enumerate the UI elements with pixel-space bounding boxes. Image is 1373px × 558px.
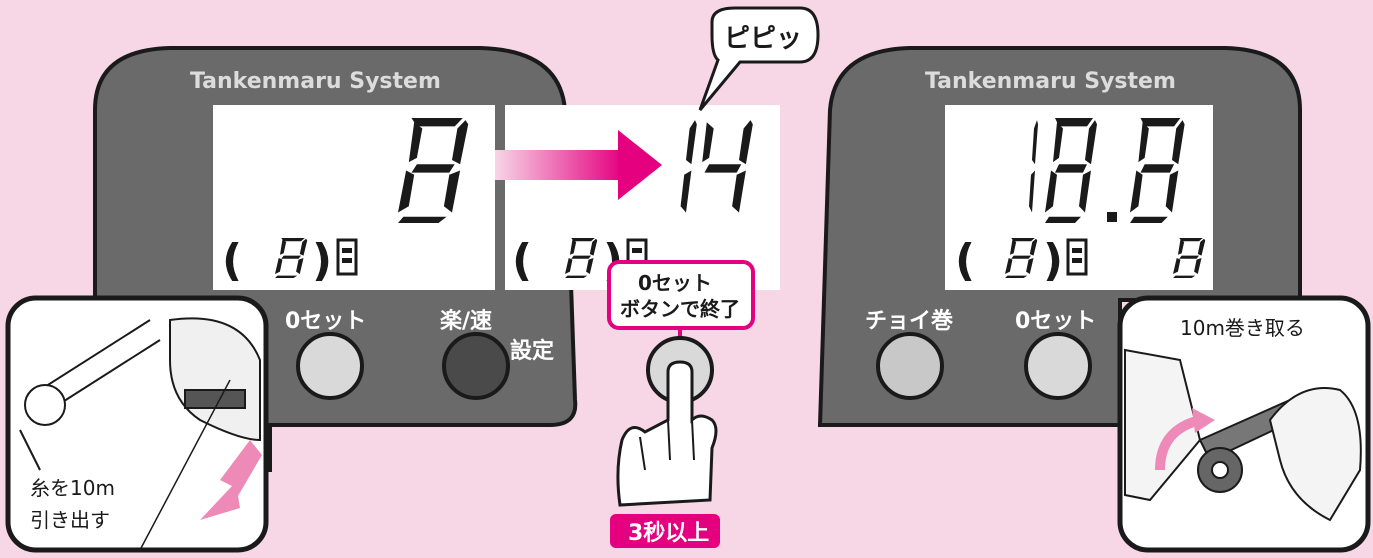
pull-arrow <box>200 440 262 520</box>
left-inset: 糸を10m 引き出す <box>5 295 269 553</box>
speech-bubble: ピピッ <box>698 6 820 111</box>
svg-text:(: ( <box>955 235 975 286</box>
left-brand: Tankenmaru System <box>190 69 441 94</box>
reel-arrow <box>1155 415 1202 471</box>
svg-text:): ) <box>1043 235 1063 286</box>
right-zero-set-button[interactable] <box>1024 332 1092 400</box>
svg-text:): ) <box>312 235 332 286</box>
left-inset-caption-1: 糸を10m <box>30 476 115 500</box>
duration-badge-text: 3秒以上 <box>628 521 709 546</box>
left-btn-label-settei: 設定 <box>510 338 554 364</box>
right-device: Tankenmaru System ( ) チョイ巻 0セット <box>817 46 1302 427</box>
right-inset-caption: 10m巻き取る <box>1180 316 1305 340</box>
finger-icon <box>616 360 718 507</box>
duration-badge: 3秒以上 <box>610 514 720 548</box>
middle-lcd-digit-4 <box>702 120 753 213</box>
callout-line1: 0セット <box>638 271 712 295</box>
raku-soku-button[interactable] <box>442 332 510 400</box>
middle-display: ( ) <box>505 105 780 290</box>
finish-callout: 0セット ボタンで終了 <box>607 260 755 362</box>
right-inset: 10m巻き取る <box>1117 295 1371 553</box>
callout-line2: ボタンで終了 <box>620 297 740 321</box>
left-btn-label-raku: 楽/速 <box>440 308 492 334</box>
middle-lcd-digit-1 <box>680 120 697 213</box>
choimaki-button[interactable] <box>876 332 944 400</box>
right-btn-label-0set: 0セット <box>1015 309 1096 334</box>
left-btn-label-0set: 0セット <box>285 309 366 334</box>
speech-bubble-text: ピピッ <box>724 24 802 54</box>
right-btn-label-choimaki: チョイ巻 <box>865 308 953 334</box>
left-lcd-sub: ( <box>222 235 242 286</box>
zero-set-button[interactable] <box>296 332 364 400</box>
battery-icon <box>336 238 358 276</box>
right-brand: Tankenmaru System <box>925 69 1176 94</box>
left-inset-caption-2: 引き出す <box>30 508 110 532</box>
transition-arrow <box>495 130 662 200</box>
svg-text:(: ( <box>512 235 532 286</box>
